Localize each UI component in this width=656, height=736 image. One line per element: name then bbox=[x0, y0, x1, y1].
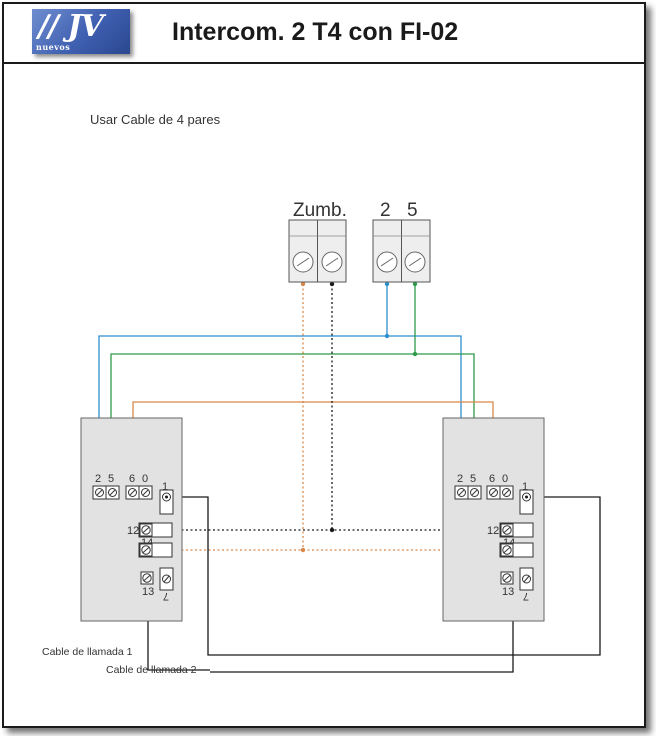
header: // JV nuevos Intercom. 2 T4 con FI-02 bbox=[4, 4, 644, 64]
logo-mark: // JV bbox=[38, 9, 104, 44]
wire-orange-link bbox=[132, 401, 494, 466]
buzzer-terminal-block: Zumb. bbox=[288, 200, 347, 283]
left-terminal-13: 13 bbox=[142, 586, 154, 598]
left-terminal-5: 5 bbox=[108, 473, 114, 485]
left-terminal-12: 12 bbox=[127, 525, 139, 537]
right-terminal-2: 2 bbox=[457, 473, 463, 485]
logo-brand: nuevos bbox=[36, 42, 71, 52]
page-title: Intercom. 2 T4 con FI-02 bbox=[172, 18, 459, 46]
left-terminal-6: 6 bbox=[129, 473, 135, 485]
call-cable-2-label: Cable de llamada 2 bbox=[106, 664, 197, 676]
brand-logo: // JV nuevos bbox=[32, 9, 130, 54]
wire-blue bbox=[98, 284, 388, 466]
door-label-2: 2 bbox=[380, 200, 391, 221]
call-cable-1-label: Cable de llamada 1 bbox=[42, 646, 133, 658]
intercom-right: 2 5 6 0 1 12 14 13 7 bbox=[442, 417, 545, 622]
right-terminal-5: 5 bbox=[470, 473, 476, 485]
buzzer-label: Zumb. bbox=[293, 200, 347, 221]
wire-call-cable-1 bbox=[167, 496, 601, 656]
right-terminal-0: 0 bbox=[502, 473, 508, 485]
left-terminal-2: 2 bbox=[95, 473, 101, 485]
right-terminal-7: 7 bbox=[523, 590, 529, 602]
right-terminal-6: 6 bbox=[489, 473, 495, 485]
intercom-left: 2 5 6 0 1 12 14 13 7 bbox=[80, 417, 183, 622]
door-label-5: 5 bbox=[407, 200, 418, 221]
door-terminal-block: 2 5 bbox=[372, 200, 431, 283]
left-terminal-1: 1 bbox=[162, 481, 168, 493]
wire-green bbox=[110, 284, 416, 466]
right-terminal-12: 12 bbox=[487, 525, 499, 537]
left-terminal-0: 0 bbox=[142, 473, 148, 485]
right-terminal-1: 1 bbox=[522, 481, 528, 493]
cable-note: Usar Cable de 4 pares bbox=[90, 112, 221, 127]
left-terminal-7: 7 bbox=[163, 590, 169, 602]
right-terminal-13: 13 bbox=[502, 586, 514, 598]
